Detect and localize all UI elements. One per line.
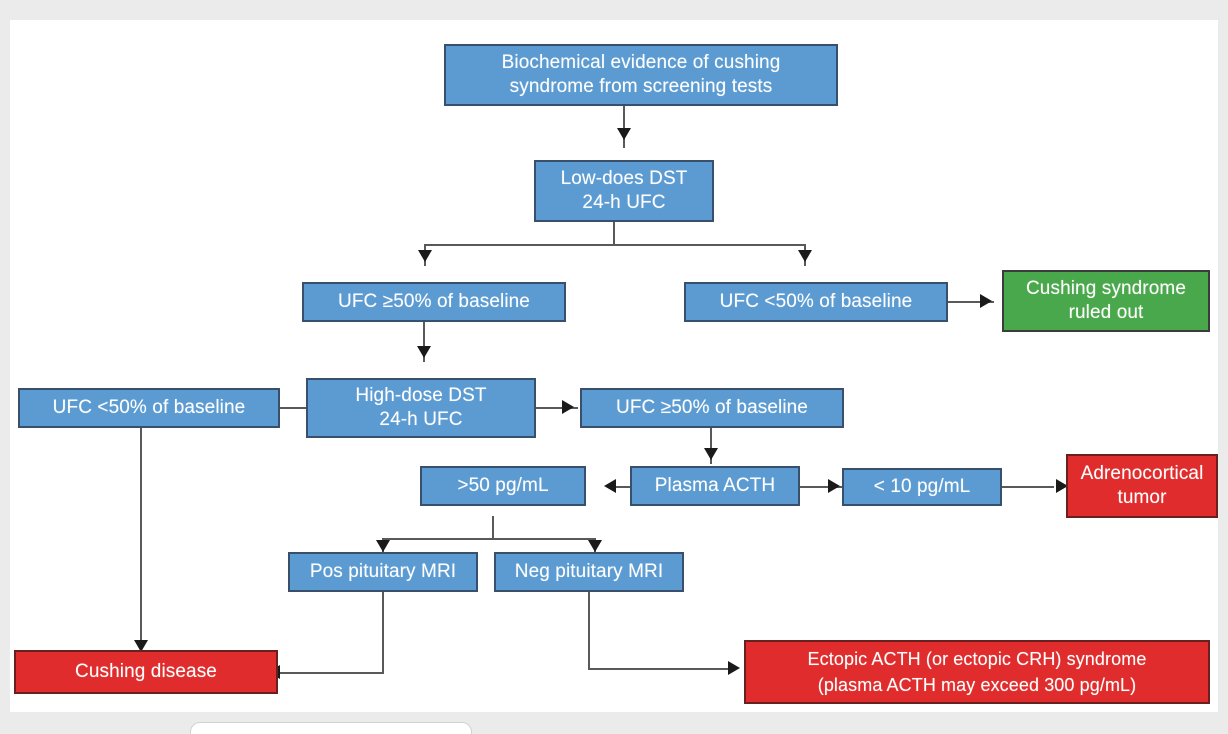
connector-n6-n8 [532, 407, 578, 409]
bottom-rounded-card [190, 722, 472, 734]
node-cushing-syndrome-ruled-out[interactable]: Cushing syndrome ruled out [1002, 270, 1210, 332]
arrowhead-n2-n4 [798, 250, 812, 262]
connector-n13-n15 [278, 672, 384, 674]
connector-n3-n6 [423, 302, 425, 362]
connector-n13-down [382, 592, 384, 674]
node-low-dose-dst[interactable]: Low-does DST 24-h UFC [534, 160, 714, 222]
node-ectopic-acth-syndrome[interactable]: Ectopic ACTH (or ectopic CRH) syndrome (… [744, 640, 1210, 704]
node-acth-lt10[interactable]: < 10 pg/mL [842, 468, 1002, 506]
arrowhead-n9-n11 [828, 479, 840, 493]
connector-n10-stem [492, 516, 494, 540]
node-neg-pituitary-mri[interactable]: Neg pituitary MRI [494, 552, 684, 592]
flowchart-canvas: Biochemical evidence of cushing syndrome… [10, 20, 1218, 712]
node-cushing-disease[interactable]: Cushing disease [14, 650, 278, 694]
connector-n8-n9 [710, 408, 712, 464]
node-biochemical-evidence[interactable]: Biochemical evidence of cushing syndrome… [444, 44, 838, 106]
arrowhead-n6-n8 [562, 400, 574, 414]
node-adrenocortical-tumor[interactable]: Adrenocortical tumor [1066, 454, 1218, 518]
connector-n9-n10 [610, 486, 638, 488]
connector-n14-n16 [588, 668, 732, 670]
arrowhead-n9-n10 [604, 479, 616, 493]
arrowhead-n10-n13 [376, 540, 390, 552]
connector-n9-n11 [792, 486, 844, 488]
connector-n6-n7 [272, 407, 312, 409]
arrowhead-n1-n2 [617, 128, 631, 140]
connector-n7-n15 [140, 408, 142, 656]
node-ufc-lt50-baseline-top[interactable]: UFC <50% of baseline [684, 282, 948, 322]
connector-n2-bus [424, 244, 806, 246]
connector-n14-down [588, 592, 590, 670]
arrowhead-n8-n9 [704, 448, 718, 460]
arrowhead-n7-n15 [134, 640, 148, 652]
node-acth-gt50[interactable]: >50 pg/mL [420, 466, 586, 506]
node-plasma-acth[interactable]: Plasma ACTH [630, 466, 800, 506]
connector-n11-n12 [994, 486, 1054, 488]
arrowhead-n10-n14 [588, 540, 602, 552]
arrowhead-n11-n12 [1056, 479, 1068, 493]
node-ufc-ge50-baseline[interactable]: UFC ≥50% of baseline [302, 282, 566, 322]
node-high-dose-dst[interactable]: High-dose DST 24-h UFC [306, 378, 536, 438]
arrowhead-n14-n16 [728, 661, 740, 675]
connector-n1-n2 [623, 86, 625, 148]
node-ufc-lt50-baseline-left[interactable]: UFC <50% of baseline [18, 388, 280, 428]
connector-n10-bus [382, 538, 596, 540]
connector-n2-stem [613, 202, 615, 246]
arrowhead-n3-n6 [417, 346, 431, 358]
node-ufc-ge50-baseline-right[interactable]: UFC ≥50% of baseline [580, 388, 844, 428]
arrowhead-n4-n5 [980, 294, 992, 308]
connector-n4-n5 [938, 301, 994, 303]
arrowhead-n2-n3 [418, 250, 432, 262]
node-pos-pituitary-mri[interactable]: Pos pituitary MRI [288, 552, 478, 592]
